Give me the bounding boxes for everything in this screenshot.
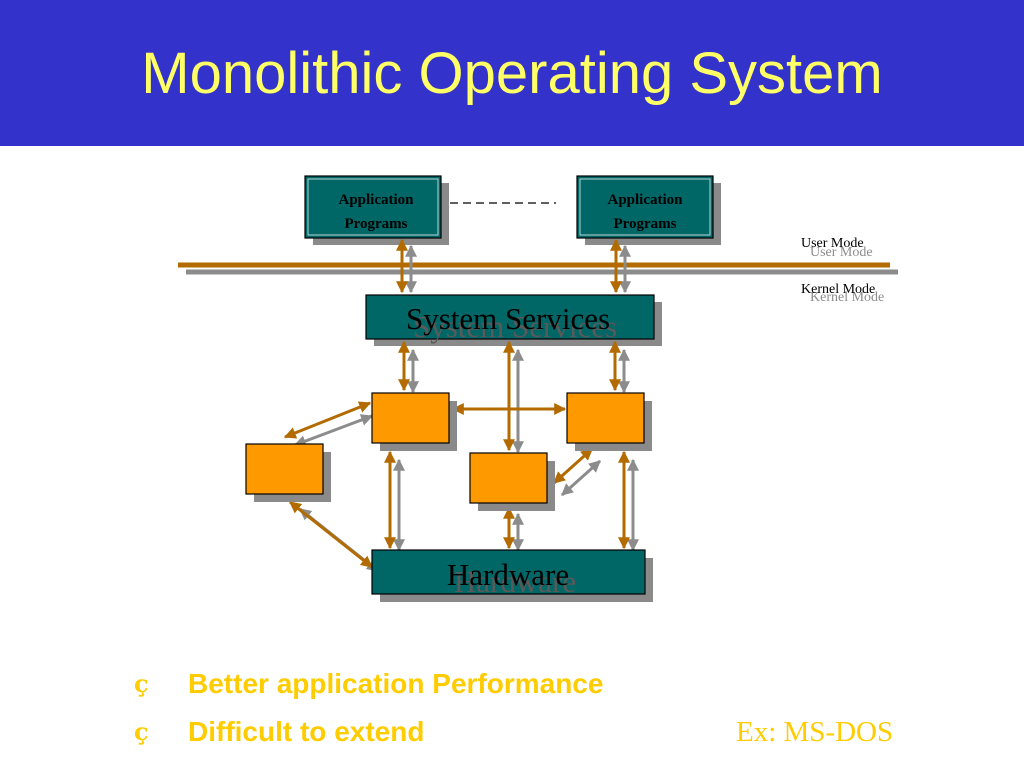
user-mode-label-shadow: User Mode — [810, 245, 873, 260]
arrow-module-tl-left-shadow — [293, 414, 374, 447]
kernel-module-top-right — [566, 392, 652, 451]
hardware-box: Hardware Hardware — [371, 549, 653, 602]
system-services-label-shadow: System Services — [413, 309, 617, 344]
example-text: Ex: MS-DOS — [736, 716, 894, 748]
kernel-mode-label-shadow: Kernel Mode — [810, 290, 884, 305]
kernel-module-top-left — [371, 392, 457, 451]
bullet-text: Difficult to extend — [188, 716, 425, 747]
arrow-module-left-hardware — [289, 500, 373, 569]
slide-title: Monolithic Operating System — [141, 41, 883, 106]
system-services-label: System Services — [406, 301, 610, 336]
application-programs-box-left: Application Programs — [304, 175, 449, 245]
arrow-module-tl-left — [283, 401, 372, 439]
app-right-label-line2: Programs — [613, 216, 676, 232]
bullet-item: ç Better application Performance — [134, 664, 754, 712]
bullet-text: Better application Performance — [188, 668, 604, 699]
bullet-item: ç Difficult to extend — [134, 712, 754, 760]
bullet-list: ç Better application Performance ç Diffi… — [134, 664, 754, 760]
arrow-module-center-tr-shadow — [560, 459, 602, 497]
hardware-label-shadow: Hardware — [454, 564, 576, 599]
kernel-mode-label: Kernel Mode — [801, 282, 875, 297]
kernel-module-center — [469, 452, 555, 511]
kernel-module-left — [245, 443, 331, 502]
application-programs-box-right: Application Programs — [576, 175, 721, 245]
title-bar — [0, 0, 1024, 146]
app-left-label-line2: Programs — [344, 216, 407, 232]
arrow-module-center-tr — [552, 447, 594, 485]
hardware-label: Hardware — [447, 557, 569, 592]
bullet-icon: ç — [134, 717, 149, 746]
app-right-label-line1: Application — [607, 192, 683, 208]
system-services-box: System Services System Services — [365, 294, 662, 346]
app-left-label-line1: Application — [338, 192, 414, 208]
user-mode-label: User Mode — [801, 236, 864, 251]
bullet-icon: ç — [134, 669, 149, 698]
